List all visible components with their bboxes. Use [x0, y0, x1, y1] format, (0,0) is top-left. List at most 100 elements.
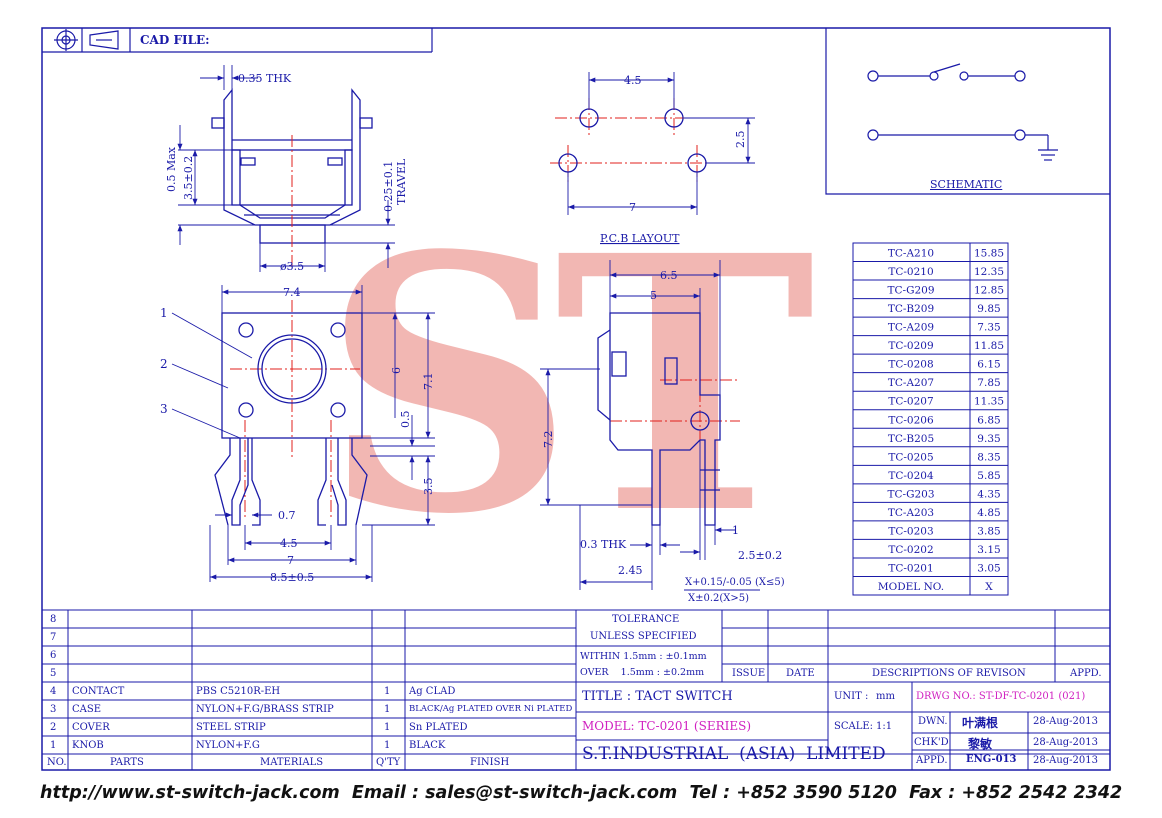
model-name-cell: TC-A209 — [888, 322, 934, 334]
bom-cell-part: CASE — [72, 704, 102, 715]
schematic-box — [825, 28, 1110, 195]
bom-row-number: 8 — [50, 614, 57, 625]
model-name-cell: TC-0205 — [888, 451, 933, 463]
dim-height-inner: 6 — [390, 367, 403, 374]
dim-pin-pitch: 2.5±0.2 — [738, 549, 782, 562]
bom-cell-finish: Sn PLATED — [409, 722, 468, 733]
dim-thickness: 0.35 THK — [238, 72, 292, 85]
dim-width: 7.4 — [283, 286, 301, 299]
model-header-x: X — [985, 581, 993, 593]
model-x-cell: 4.35 — [977, 488, 1000, 500]
model-x-cell: 9.85 — [977, 303, 1000, 315]
bom-header-no: NO. — [47, 757, 67, 768]
bom-header-parts: PARTS — [110, 757, 144, 768]
model-name-cell: TC-G203 — [887, 488, 934, 500]
tolerance-over: OVER 1.5mm : ±0.2mm — [580, 667, 705, 678]
callout-3: 3 — [160, 402, 168, 416]
model-name-cell: TC-0202 — [888, 544, 933, 556]
model-name-cell: TC-0201 — [888, 562, 933, 574]
tolerance-subtitle: UNLESS SPECIFIED — [590, 631, 697, 642]
dwn-date: 28-Aug-2013 — [1033, 716, 1098, 727]
dim-leg-pitch: 4.5 — [280, 537, 298, 550]
dim-right-offset: 2.45 — [618, 564, 643, 577]
scale-value: 1:1 — [876, 721, 893, 732]
watermark-logo: ST — [322, 179, 812, 591]
model-name-cell: TC-0206 — [888, 414, 934, 426]
dim-x-tolerance-2: X±0.2(X>5) — [688, 593, 749, 604]
model-name: MODEL: TC-0201 (SERIES) — [582, 719, 752, 733]
revision-issue: ISSUE — [732, 668, 766, 679]
dim-right-thickness: 0.3 THK — [580, 538, 627, 551]
model-x-cell: 9.35 — [977, 433, 1000, 445]
model-name-cell: TC-0208 — [888, 359, 933, 371]
dim-pcb-pitch-top: 4.5 — [624, 74, 642, 87]
scale-label: SCALE: — [834, 721, 874, 732]
dim-max-height: 0.5 Max — [165, 146, 178, 192]
dim-x-tolerance-1: X+0.15/-0.05 (X≤5) — [685, 577, 785, 588]
schematic-label: SCHEMATIC — [930, 178, 1003, 191]
right-view: 6.5 5 7.2 0.3 THK 1 2.5±0.2 2.45 X+0.15/… — [540, 260, 785, 604]
dim-total-width: 8.5±0.5 — [270, 571, 314, 584]
bom-cell-no: 1 — [50, 740, 57, 751]
bom-cell-material: NYLON+F.G/BRASS STRIP — [196, 704, 334, 715]
model-name-cell: TC-G209 — [887, 285, 934, 297]
appd-label: APPD. — [916, 755, 948, 766]
contact-footer: http://www.st-switch-jack.com Email : sa… — [40, 783, 1123, 803]
dim-height-outer: 7.1 — [422, 373, 435, 391]
dim-depth-outer: 6.5 — [660, 269, 678, 282]
bom-cell-qty: 1 — [384, 722, 391, 733]
bom-cell-finish: Ag CLAD — [409, 686, 456, 697]
model-x-cell: 3.15 — [977, 544, 1000, 556]
bom-cell-no: 2 — [50, 722, 57, 733]
model-x-cell: 5.85 — [977, 470, 1000, 482]
cad-file-label: CAD FILE: — [140, 33, 210, 47]
bom-cell-qty: 1 — [384, 740, 391, 751]
model-name-cell: TC-B205 — [888, 433, 934, 445]
model-name-cell: TC-A210 — [888, 248, 934, 260]
dim-body-height: 3.5±0.2 — [182, 156, 195, 200]
bom-cell-material: STEEL STRIP — [196, 722, 266, 733]
revision-description: DESCRIPTIONS OF REVISON — [872, 668, 1026, 679]
model-x-cell: 3.05 — [977, 562, 1000, 574]
dim-right-height: 7.2 — [542, 431, 555, 449]
revision-appd: APPD. — [1070, 668, 1102, 679]
model-x-cell: 15.85 — [974, 248, 1004, 260]
model-x-cell: 6.85 — [977, 414, 1000, 426]
callout-2: 2 — [160, 357, 168, 371]
bom-cell-finish: BLACK/Ag PLATED OVER Ni PLATED — [409, 704, 573, 714]
bom-cell-part: CONTACT — [72, 686, 125, 697]
bom-header-materials: MATERIALS — [260, 757, 324, 768]
dim-leg-width: 0.7 — [278, 509, 296, 522]
callout-1: 1 — [160, 306, 168, 320]
front-view: 1 2 3 7.4 6 7.1 0.5 3.5 0.7 4.5 7 8.5±0.… — [160, 285, 435, 584]
model-x-cell: 8.35 — [977, 451, 1000, 463]
bom-cell-finish: BLACK — [409, 740, 446, 751]
chkd-label: CHK'D — [914, 737, 949, 748]
dim-travel: 0.25±0.1 — [382, 161, 395, 212]
unit-value: mm — [876, 691, 895, 702]
bom-cell-part: KNOB — [72, 740, 104, 751]
model-x-cell: 3.85 — [977, 525, 1000, 537]
dim-pin: 1 — [732, 524, 739, 537]
pcb-layout: 4.5 2.5 7 P.C.B LAYOUT — [550, 72, 755, 245]
bom-cell-qty: 1 — [384, 686, 391, 697]
model-x-cell: 11.85 — [974, 340, 1004, 352]
model-x-cell: 7.85 — [977, 377, 1000, 389]
revision-date: DATE — [786, 668, 815, 679]
model-name-cell: TC-A203 — [888, 507, 934, 519]
appd-name: ENG-013 — [966, 754, 1017, 765]
bom-cell-material: NYLON+F.G — [196, 740, 260, 751]
dim-depth-inner: 5 — [650, 289, 657, 302]
dim-leg-span: 7 — [287, 554, 294, 567]
dim-offset: 0.5 — [399, 411, 412, 429]
model-name-cell: TC-0209 — [888, 340, 933, 352]
bom-row-number: 7 — [50, 632, 57, 643]
bom-header-finish: FINISH — [470, 757, 510, 768]
dim-knob-diameter: ø3.5 — [280, 260, 304, 273]
model-x-cell: 11.35 — [974, 396, 1004, 408]
bom-header-qty: Q'TY — [376, 757, 401, 768]
bom-cell-material: PBS C5210R-EH — [196, 686, 281, 697]
model-x-cell: 12.35 — [974, 266, 1004, 278]
dim-pcb-pitch-bottom: 7 — [629, 201, 636, 214]
